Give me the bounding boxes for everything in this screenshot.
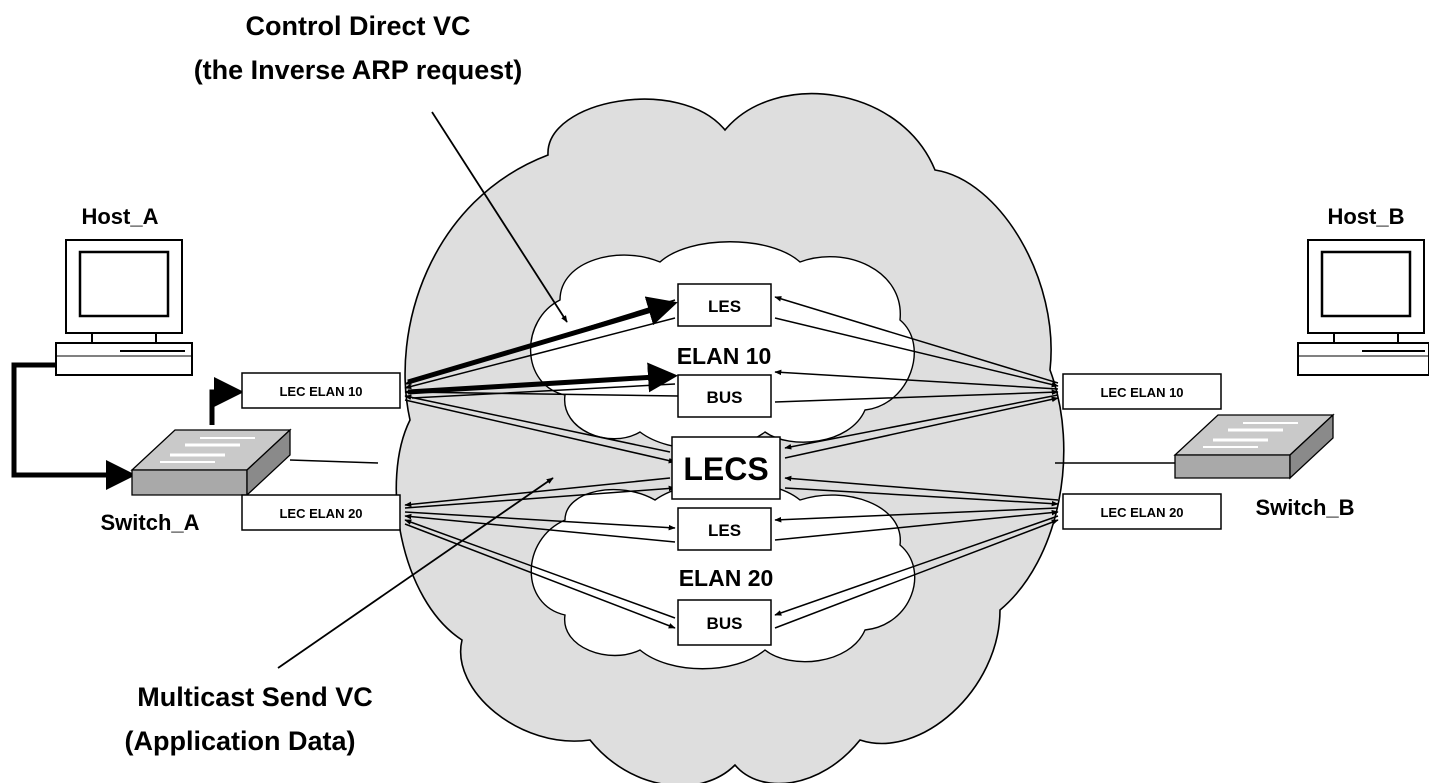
vc-line: [774, 296, 1059, 384]
vc-line: [774, 515, 1059, 616]
switch-b-icon: [1173, 413, 1335, 480]
svg-text:BUS: BUS: [707, 614, 743, 633]
vc-line: [404, 317, 676, 390]
vc-line: [411, 383, 676, 399]
vc-line: [404, 485, 676, 509]
lec-b-elan20-box: LEC ELAN 20: [1062, 493, 1222, 530]
multicast-send-vc-title: Multicast Send VC: [137, 682, 373, 712]
vc-line: [784, 394, 1059, 450]
vc-line: [774, 519, 1059, 629]
vc-line: [774, 389, 1059, 403]
vc-line: [404, 389, 679, 397]
vc-line: [404, 523, 676, 629]
vc-line: [784, 487, 1059, 507]
host-a-computer-icon: [55, 239, 193, 376]
lec-b-elan10-box: LEC ELAN 10: [1062, 373, 1222, 410]
vc-line: [404, 519, 676, 619]
switch-a-label: Switch_A: [100, 510, 199, 535]
svg-text:LEC ELAN 20: LEC ELAN 20: [1100, 505, 1183, 520]
vc-line: [774, 507, 1059, 523]
bus-elan20-box: BUS: [677, 599, 772, 646]
switch-a-cloud-link: [289, 459, 379, 464]
elan10-label: ELAN 10: [677, 343, 772, 369]
svg-text:LES: LES: [708, 297, 741, 316]
vc-line: [774, 369, 1059, 390]
bus-elan10-box: BUS: [677, 374, 772, 418]
vc-line: [784, 475, 1059, 501]
switch-a-lec-connector: [209, 377, 244, 425]
vc-line: [404, 513, 676, 543]
svg-text:LEC ELAN 10: LEC ELAN 10: [279, 384, 362, 399]
svg-text:LES: LES: [708, 521, 741, 540]
vc-line: [404, 394, 671, 453]
lec-a-elan10-box: LEC ELAN 10: [241, 372, 401, 409]
les-elan10-box: LES: [677, 283, 772, 327]
svg-text:LECS: LECS: [683, 451, 768, 487]
multicast-send-vc-subtitle: (Application Data): [124, 726, 355, 756]
multicast-send-vc-line: [407, 362, 678, 395]
elan10-cloud: [529, 241, 915, 450]
elan20-label: ELAN 20: [679, 565, 774, 591]
virtual-circuits: [404, 296, 1059, 629]
vc-line: [404, 477, 671, 508]
svg-text:BUS: BUS: [707, 388, 743, 407]
vc-line: [404, 399, 676, 464]
svg-text:LEC ELAN 10: LEC ELAN 10: [1100, 385, 1183, 400]
host-a-label: Host_A: [81, 204, 158, 229]
host-b-label: Host_B: [1327, 204, 1404, 229]
lecs-box: LECS: [671, 436, 781, 500]
vc-line: [404, 511, 676, 531]
vc-line: [774, 509, 1059, 541]
svg-text:LEC ELAN 20: LEC ELAN 20: [279, 506, 362, 521]
control-direct-callout-line: [431, 111, 568, 323]
les-elan20-box: LES: [677, 507, 772, 551]
switch-a-icon: [130, 428, 292, 497]
host-a-cable: [11, 362, 136, 490]
multicast-send-callout-line: [277, 477, 554, 669]
switch-b-label: Switch_B: [1255, 495, 1354, 520]
vc-line: [784, 396, 1059, 459]
lec-a-elan20-box: LEC ELAN 20: [241, 494, 401, 531]
vc-line: [774, 317, 1059, 388]
control-direct-vc-title: Control Direct VC: [245, 11, 470, 41]
control-direct-vc-line: [407, 296, 678, 385]
control-direct-vc-subtitle: (the Inverse ARP request): [194, 55, 523, 85]
host-b-computer-icon: [1297, 239, 1429, 376]
